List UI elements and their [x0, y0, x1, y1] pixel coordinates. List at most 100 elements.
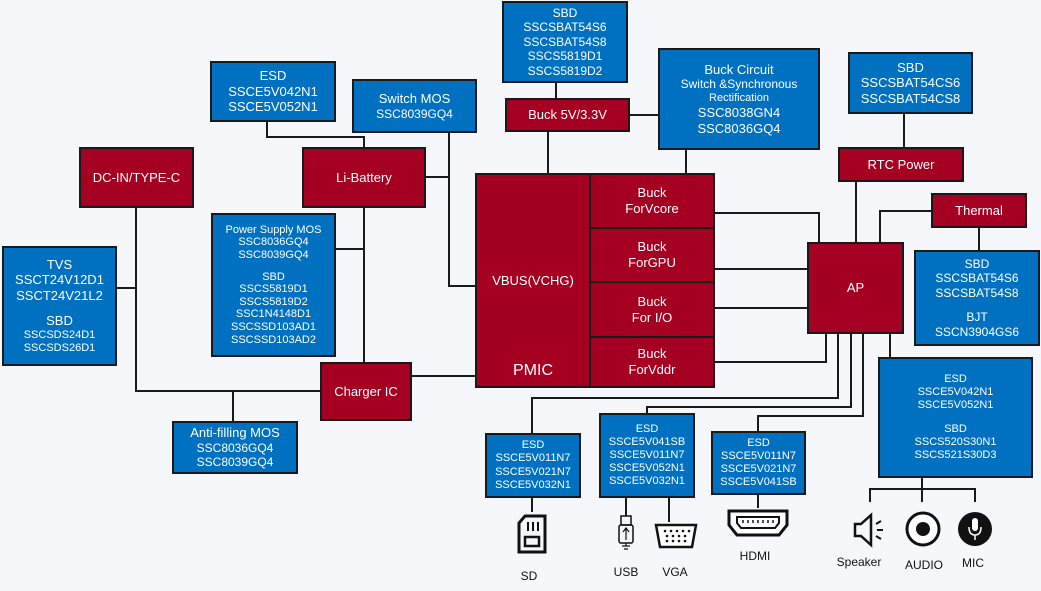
wire-audio-bus-right: [922, 488, 976, 502]
part: SSC8038GN4: [697, 104, 781, 120]
part: SSCS5819D2: [527, 63, 603, 78]
part: SSC8036GQ4: [697, 120, 781, 136]
buck-vddr-line2: ForVddr: [628, 362, 676, 377]
title: ESD: [944, 372, 967, 385]
part: SSCSDS26D1: [23, 342, 96, 355]
part: SSCSBAT54CS8: [860, 90, 961, 106]
part: SSCE5V021N7: [720, 463, 797, 475]
wire-ap-usb: [646, 334, 852, 413]
pmic-block: VBUS(VCHG) PMIC: [475, 173, 591, 388]
part: SSCE5V052N1: [228, 99, 318, 115]
charger-ic-label: Charger IC: [334, 383, 398, 399]
part: SSCS5819D1: [239, 283, 308, 296]
part: SSC8039GQ4: [196, 455, 274, 470]
wire-thermal-ap: [879, 210, 931, 242]
title: SBD: [552, 6, 578, 21]
title: SBD: [964, 257, 990, 272]
title: ESD: [747, 436, 770, 449]
esd-usb-vga-box: ESD SSCE5V041SB SSCE5V011N7 SSCE5V052N1 …: [599, 413, 695, 498]
title: ESD: [635, 422, 659, 435]
buck-vcore-line2: ForVcore: [625, 201, 679, 216]
part: SSCT24V21L2: [16, 287, 103, 303]
speaker-label: Speaker: [836, 555, 882, 569]
title: TVS: [46, 256, 73, 272]
title: SBD: [262, 270, 285, 283]
part: SSCS5819D1: [527, 49, 603, 64]
sd-label: SD: [520, 569, 538, 583]
part: SSC8039GQ4: [238, 248, 309, 261]
part: SSCE5V021N7: [495, 465, 571, 478]
part: SSCSBAT54CS6: [860, 75, 961, 91]
usb-icon: [618, 515, 634, 550]
esd-hdmi-box: ESD SSCE5V011N7 SSCE5V021N7 SSCE5V041SB: [711, 431, 806, 495]
title: Anti-filling MOS: [190, 425, 280, 441]
esd-audio-box: ESD SSCE5V042N1 SSCE5V052N1 SBD SSCS520S…: [878, 357, 1033, 478]
part: SSCE5V011N7: [495, 452, 571, 465]
mic-label: MIC: [962, 556, 984, 570]
power-supply-mos-box: Power Supply MOS SSC8036GQ4 SSC8039GQ4 S…: [211, 213, 336, 357]
part: SSCSDS24D1: [23, 329, 96, 341]
part: SSCE5V032N1: [495, 478, 571, 491]
part: SSCT24V12D1: [15, 272, 104, 288]
part: SSCE5V011N7: [609, 448, 685, 461]
speaker-icon: [853, 512, 883, 548]
buck-io-line2: For I/O: [631, 309, 673, 325]
title: Power Supply MOS: [225, 223, 322, 236]
part: SSCSSD103AD2: [231, 333, 316, 346]
vga-label: VGA: [662, 565, 688, 579]
part: SSCE5V032N1: [609, 475, 685, 488]
part: SSCE5V041SB: [720, 476, 797, 489]
title: SBD: [897, 59, 924, 75]
part: SSCSSD103AD1: [231, 321, 316, 334]
buck-vddr-line1: Buck: [637, 346, 667, 362]
buck-vcore-line1: Buck: [637, 185, 667, 201]
hdmi-icon: [727, 509, 789, 537]
part: SSC8036GQ4: [238, 236, 309, 249]
buck-io-line1: Buck: [637, 293, 667, 309]
thermal-label: Thermal: [955, 202, 1003, 218]
title: SBD: [944, 422, 967, 435]
wire-vddr-ap: [715, 334, 827, 363]
dc-in-type-c-block: DC-IN/TYPE-C: [79, 147, 194, 208]
rtc-power-block: RTC Power: [838, 147, 964, 182]
audio-jack-icon: [905, 511, 941, 547]
title: ESD: [259, 68, 287, 84]
part: SSCE5V042N1: [917, 386, 994, 399]
esd-sd-box: ESD SSCE5V011N7 SSCE5V021N7 SSCE5V032N1: [485, 433, 581, 498]
li-battery-label: Li-Battery: [336, 169, 392, 185]
part: SSCE5V052N1: [917, 399, 994, 412]
esd-battery-box: ESD SSCE5V042N1 SSCE5V052N1: [210, 61, 336, 122]
usb-label: USB: [613, 565, 639, 579]
audio-label: AUDIO: [904, 558, 944, 572]
switch-mos-box: Switch MOS SSC8039GQ4: [352, 79, 477, 133]
wire-dcin-charger: [135, 208, 320, 392]
wire-audio-bus: [869, 478, 923, 502]
buck-gpu-line2: ForGPU: [628, 255, 676, 270]
part: SSCS520S30N1: [914, 435, 997, 448]
wire-ap-hdmi: [757, 334, 864, 431]
thermal-block: Thermal: [931, 193, 1027, 228]
title: Buck Circuit: [704, 61, 774, 77]
part: SSCE5V052N1: [609, 462, 685, 475]
part: SSCSBAT54S6: [523, 20, 607, 35]
vbus-label: VBUS(VCHG): [492, 273, 574, 288]
part: SSCE5V041SB: [608, 435, 686, 448]
microphone-icon: [958, 512, 992, 546]
title: ESD: [521, 439, 545, 452]
ap-block: AP: [807, 242, 904, 334]
buck-5v-label: Buck 5V/3.3V: [528, 107, 607, 123]
title: SBD: [46, 313, 73, 329]
hdmi-label: HDMI: [739, 549, 771, 563]
part: SSCSBAT54S6: [935, 271, 1019, 286]
sd-card-icon: [517, 514, 547, 554]
sbd-rtc-box: SBD SSCSBAT54CS6 SSCSBAT54CS8: [848, 52, 973, 114]
part: SSCE5V011N7: [720, 449, 796, 462]
tvs-box: TVS SSCT24V12D1 SSCT24V21L2 SBD SSCSDS24…: [2, 246, 117, 366]
part: SSC8036GQ4: [196, 440, 274, 455]
part: SSC1N4148D1: [235, 308, 312, 321]
